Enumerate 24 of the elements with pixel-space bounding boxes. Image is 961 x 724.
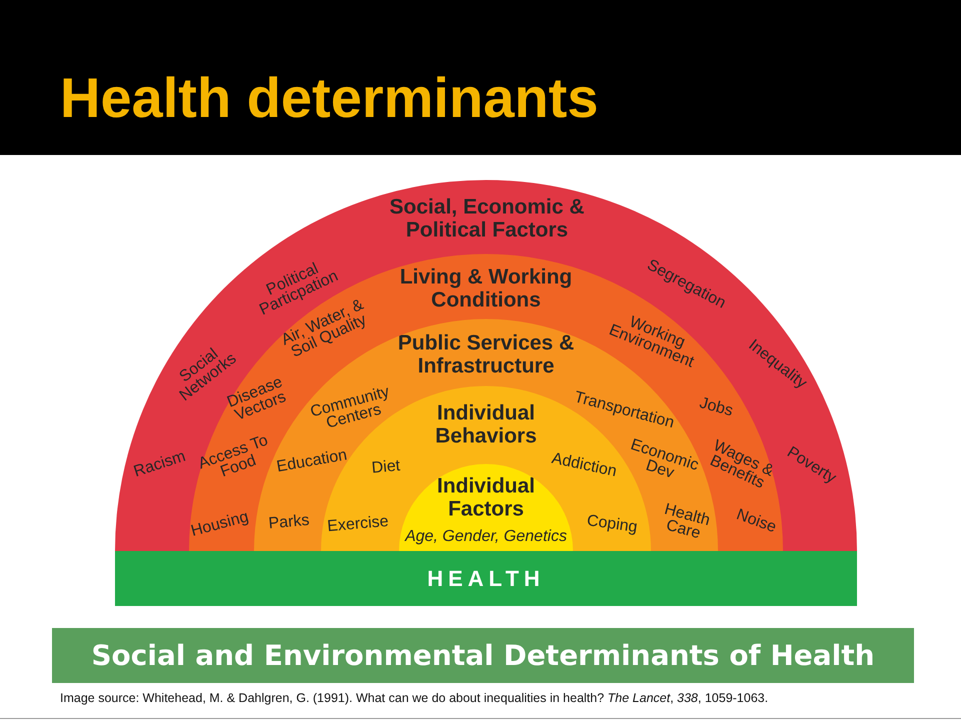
slide-title: Health determinants: [60, 70, 598, 126]
band-heading: Individual Behaviors: [434, 402, 538, 448]
factor-label: Parks: [266, 513, 312, 533]
factor-label: Education: [274, 446, 350, 478]
factor-label: Noise: [733, 505, 780, 538]
factor-label: Housing: [188, 508, 252, 542]
factor-label: Jobs: [696, 394, 736, 422]
band-heading: Public Services & Infrastructure: [396, 332, 576, 378]
source-note: Image source: Whitehead, M. & Dahlgren, G. (1991). What can we do about inequalities in health? The Lancet, 338, 1059-1063.: [60, 691, 768, 705]
caption-banner: [52, 628, 914, 683]
factor-label: Exercise: [326, 514, 390, 536]
factor-label: Diet: [370, 458, 402, 478]
factor-label: Health Care: [662, 502, 713, 544]
bar-text: HEALTH: [427, 566, 545, 592]
health-bar: [115, 551, 857, 606]
subheading: Age, Gender, Genetics: [404, 529, 568, 545]
band-heading: Social, Economic & Political Factors: [388, 196, 586, 242]
factor-label: Racism: [130, 446, 189, 482]
band-heading: Living & Working Conditions: [398, 266, 574, 312]
factor-label: Addiction: [549, 449, 620, 482]
factor-label: Coping: [584, 512, 640, 538]
factor-label: Access To Food: [195, 432, 272, 482]
band-heading: Individual Factors: [436, 475, 536, 521]
bar-text: Social and Environmental Determinants of Health: [91, 639, 875, 672]
